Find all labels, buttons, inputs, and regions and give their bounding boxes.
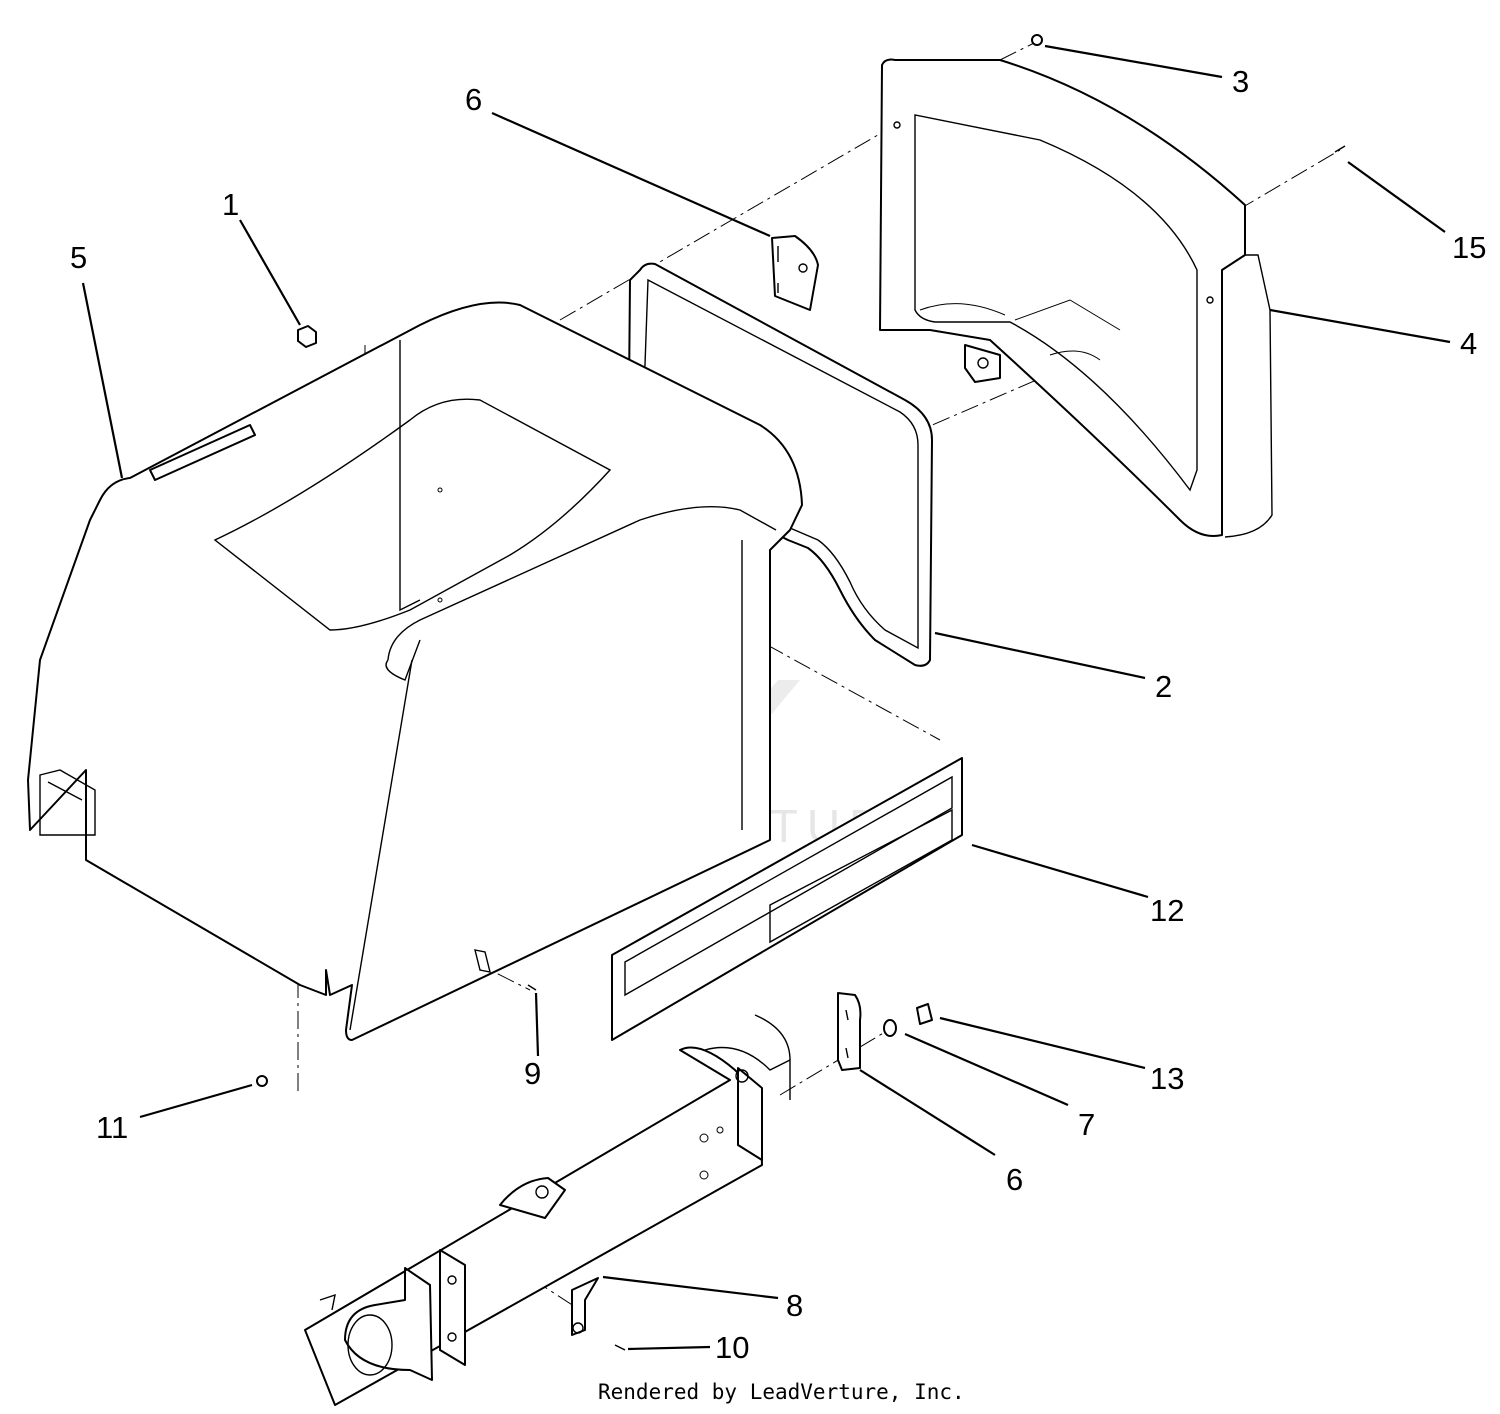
nut-3 — [1031, 34, 1043, 46]
callout-6-lower: 6 — [1006, 1162, 1023, 1197]
rivet-15 — [1334, 145, 1346, 153]
callout-13: 13 — [1150, 1061, 1184, 1096]
callout-5: 5 — [70, 240, 87, 275]
screw-9 — [527, 984, 537, 991]
callout-8: 8 — [786, 1288, 803, 1323]
screw-10 — [614, 1344, 626, 1351]
nut-11 — [256, 1075, 268, 1087]
callout-7: 7 — [1078, 1107, 1095, 1142]
leader-lines — [81, 44, 1451, 1351]
callout-6-upper: 6 — [465, 82, 482, 117]
small-bracket — [571, 1277, 599, 1336]
callout-2: 2 — [1155, 669, 1172, 704]
bracket-lower — [837, 992, 862, 1071]
bracket-upper — [771, 235, 819, 311]
frame-chassis — [304, 1014, 791, 1406]
callout-labels: 1 2 3 4 5 6 6 7 8 9 10 11 12 13 15 — [70, 64, 1486, 1365]
bolt-13 — [916, 1003, 933, 1025]
decal — [611, 757, 963, 1041]
washer-7 — [883, 1019, 897, 1037]
render-credit: Rendered by LeadVerture, Inc. — [598, 1380, 965, 1404]
callout-11: 11 — [96, 1110, 128, 1145]
callout-4: 4 — [1460, 326, 1477, 361]
bolt-1 — [297, 325, 317, 348]
rear-panel — [879, 58, 1273, 538]
callout-3: 3 — [1232, 64, 1249, 99]
callout-9: 9 — [524, 1056, 541, 1091]
callout-10: 10 — [715, 1330, 749, 1365]
callout-15: 15 — [1452, 230, 1486, 265]
hood — [27, 301, 803, 1041]
callout-12: 12 — [1150, 893, 1184, 928]
fasteners — [256, 34, 1346, 1351]
callout-1: 1 — [222, 187, 239, 222]
